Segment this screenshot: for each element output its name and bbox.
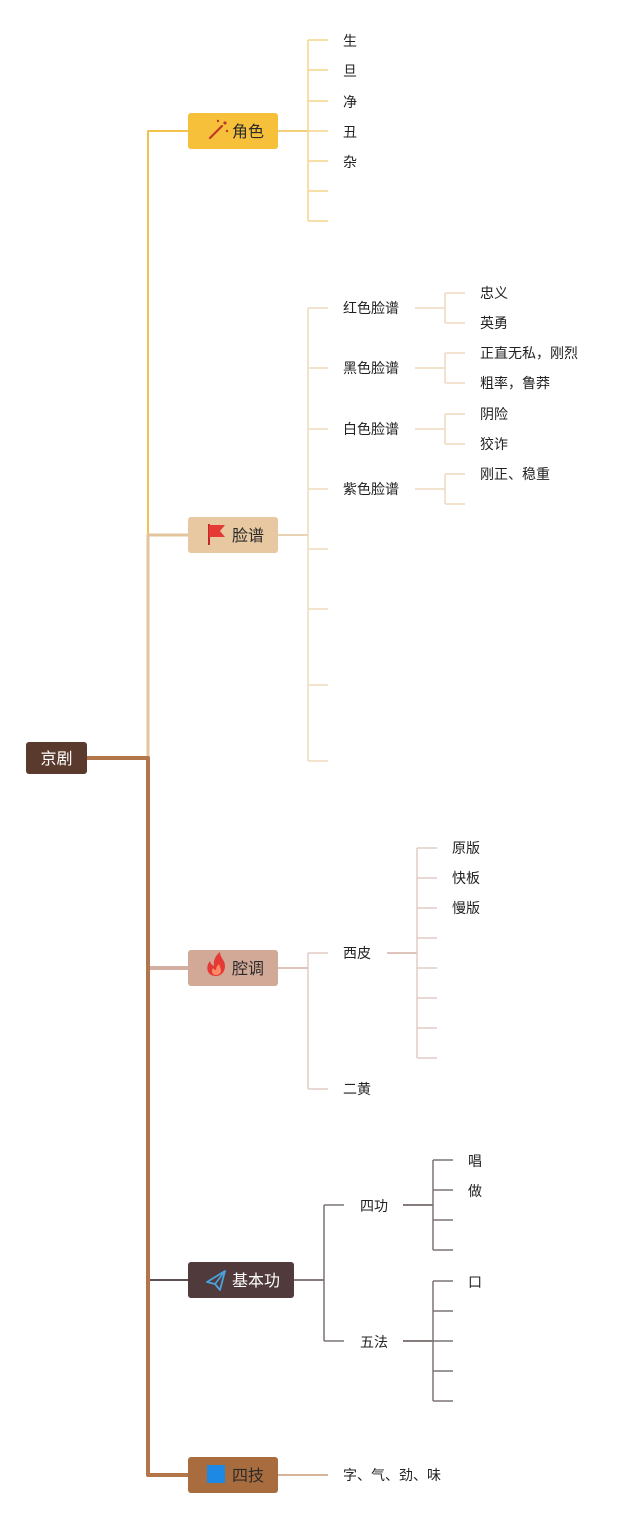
branch-four-skills-label: 四技 [232, 1466, 264, 1485]
leaf-label[interactable]: 字、气、劲、味 [343, 1468, 441, 1484]
node-label[interactable]: 二黄 [343, 1081, 371, 1098]
blue-square-icon [207, 1465, 225, 1483]
leaf-label[interactable]: 做 [468, 1184, 482, 1200]
node-label[interactable]: 白色脸谱 [343, 421, 399, 438]
connector-line [87, 756, 188, 970]
node-label[interactable]: 红色脸谱 [343, 300, 399, 317]
branch-basic-skills-box [188, 1262, 294, 1298]
four-skills-children: 字、气、劲、味 [343, 1468, 441, 1484]
magic-wand-icon [208, 119, 229, 140]
tune-children: 西皮 二黄 原版 快板 慢版 [343, 841, 480, 1098]
branch-four-skills[interactable]: 四技 [188, 1457, 278, 1493]
leaf-label[interactable]: 旦 [343, 64, 357, 80]
branch-roles-label: 角色 [232, 122, 264, 141]
root-node-box [26, 742, 87, 774]
leaf-label[interactable]: 净 [343, 95, 357, 111]
branch-roles[interactable]: 角色 [188, 113, 278, 149]
leaf-label[interactable]: 原版 [452, 841, 480, 857]
branch-tune[interactable]: 腔调 [188, 950, 278, 986]
leaf-label[interactable]: 慢版 [452, 900, 480, 917]
leaf-label[interactable]: 正直无私，刚烈 [480, 345, 578, 362]
leaf-label[interactable]: 生 [343, 34, 357, 50]
connector-line [87, 533, 188, 760]
branch-facial-makeup-label: 脸谱 [232, 526, 264, 545]
node-label[interactable]: 西皮 [343, 946, 371, 962]
red-flag-icon [208, 524, 225, 545]
leaf-label[interactable]: 唱 [468, 1154, 482, 1170]
basic-skills-children: 四功 五法 唱 做 口 [360, 1154, 482, 1351]
root-node-label: 京剧 [40, 749, 72, 768]
leaf-label[interactable]: 忠义 [480, 286, 508, 302]
connector-line [87, 130, 188, 759]
node-label[interactable]: 黑色脸谱 [343, 360, 399, 377]
facial-makeup-children: 红色脸谱 黑色脸谱 白色脸谱 紫色脸谱 忠义 英勇 正直无私，刚烈 粗率，鲁莽 … [343, 286, 578, 498]
node-label[interactable]: 紫色脸谱 [343, 481, 399, 498]
leaf-label[interactable]: 刚正、稳重 [480, 467, 550, 483]
fire-icon [207, 952, 225, 976]
connector-line [87, 757, 188, 1281]
leaf-label[interactable]: 阴险 [480, 407, 508, 423]
leaf-label[interactable]: 快板 [452, 871, 480, 887]
branch-tune-box [188, 950, 278, 986]
leaf-label[interactable]: 杂 [343, 155, 357, 171]
connector-line [87, 756, 188, 1477]
leaf-label[interactable]: 丑 [343, 125, 357, 141]
leaf-label[interactable]: 口 [468, 1275, 482, 1291]
node-label[interactable]: 五法 [360, 1335, 388, 1351]
roles-children: 生 旦 净 丑 杂 [343, 34, 357, 171]
leaf-label[interactable]: 狡诈 [480, 437, 508, 453]
leaf-label[interactable]: 粗率，鲁莽 [480, 375, 550, 392]
branch-basic-skills-label: 基本功 [232, 1271, 280, 1290]
node-label[interactable]: 四功 [360, 1199, 388, 1215]
branch-facial-makeup[interactable]: 脸谱 [188, 517, 278, 553]
root-node[interactable]: 京剧 [26, 742, 87, 774]
paper-plane-icon [206, 1270, 226, 1291]
leaf-label[interactable]: 英勇 [480, 315, 508, 332]
branch-roles-box [188, 113, 278, 149]
branch-basic-skills[interactable]: 基本功 [188, 1262, 294, 1298]
branch-tune-label: 腔调 [232, 959, 264, 978]
connector-lines [87, 39, 465, 1477]
